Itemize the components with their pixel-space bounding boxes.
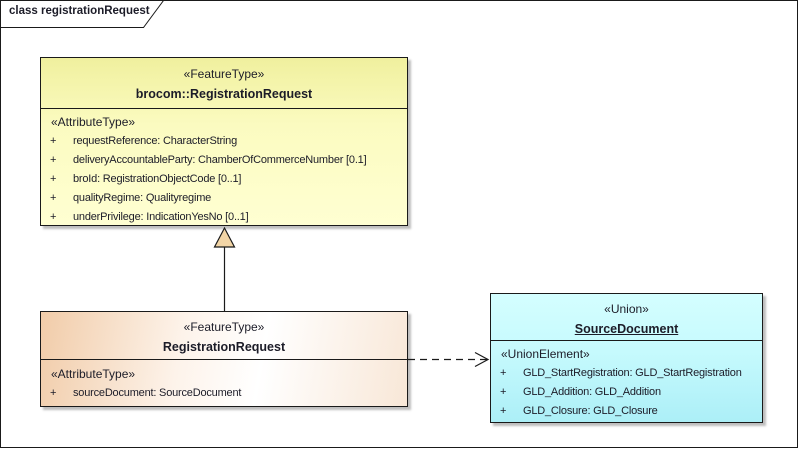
class-box-source-document[interactable]: «Union» SourceDocument «UnionElement» + … — [490, 293, 763, 423]
attribute-text: requestReference: CharacterString — [73, 135, 237, 147]
class-header: «FeatureType» brocom::RegistrationReques… — [41, 58, 407, 108]
attribute-section-label: «UnionElement» — [501, 347, 590, 361]
attribute-visibility: + — [50, 173, 57, 185]
attribute-row: + GLD_Closure: GLD_Closure — [491, 402, 762, 421]
attributes-compartment: «UnionElement» + GLD_StartRegistration: … — [491, 340, 762, 423]
attribute-text: GLD_Addition: GLD_Addition — [523, 386, 661, 398]
attribute-text: GLD_StartRegistration: GLD_StartRegistra… — [523, 367, 742, 379]
attribute-visibility: + — [500, 386, 507, 398]
class-box-registration-request[interactable]: «FeatureType» RegistrationRequest «Attri… — [40, 311, 408, 407]
attribute-visibility: + — [500, 367, 507, 379]
class-header: «FeatureType» RegistrationRequest — [41, 312, 407, 359]
class-stereotype: «Union» — [604, 302, 649, 316]
attribute-row: + broId: RegistrationObjectCode [0..1] — [41, 170, 407, 189]
attribute-visibility: + — [50, 211, 57, 223]
attribute-row: + requestReference: CharacterString — [41, 132, 407, 151]
attribute-visibility: + — [50, 135, 57, 147]
class-header: «Union» SourceDocument — [491, 294, 762, 340]
attributes-compartment: «AttributeType» + requestReference: Char… — [41, 108, 407, 226]
attribute-row: + underPrivilege: IndicationYesNo [0..1] — [41, 208, 407, 227]
class-name: RegistrationRequest — [162, 340, 286, 354]
class-name: SourceDocument — [574, 322, 679, 336]
attribute-visibility: + — [50, 192, 57, 204]
attribute-row: + sourceDocument: SourceDocument — [41, 384, 407, 403]
attribute-visibility: + — [500, 405, 507, 417]
attribute-visibility: + — [50, 387, 57, 399]
attribute-text: sourceDocument: SourceDocument — [73, 387, 242, 399]
frame-tab — [0, 0, 165, 28]
attribute-text: underPrivilege: IndicationYesNo [0..1] — [73, 211, 249, 223]
class-name: brocom::RegistrationRequest — [135, 87, 313, 101]
class-box-brocom-registration-request[interactable]: «FeatureType» brocom::RegistrationReques… — [40, 57, 408, 226]
attribute-row: + deliveryAccountableParty: ChamberOfCom… — [41, 151, 407, 170]
attribute-row: + qualityRegime: Qualityregime — [41, 189, 407, 208]
attribute-text: deliveryAccountableParty: ChamberOfComme… — [73, 154, 367, 166]
attribute-text: GLD_Closure: GLD_Closure — [523, 405, 658, 417]
attribute-visibility: + — [50, 154, 57, 166]
attribute-row: + GLD_Addition: GLD_Addition — [491, 383, 762, 402]
attribute-section-label: «AttributeType» — [51, 367, 136, 381]
class-stereotype: «FeatureType» — [183, 67, 265, 81]
attribute-text: qualityRegime: Qualityregime — [73, 192, 212, 204]
attribute-text: broId: RegistrationObjectCode [0..1] — [73, 173, 242, 185]
class-stereotype: «FeatureType» — [183, 320, 265, 334]
frame-tab-shape — [0, 0, 165, 28]
attribute-section-label: «AttributeType» — [51, 115, 136, 129]
attributes-compartment: «AttributeType» + sourceDocument: Source… — [41, 359, 407, 407]
attribute-row: + GLD_StartRegistration: GLD_StartRegist… — [491, 364, 762, 383]
frame-tab-label: class registrationRequest — [9, 5, 150, 17]
